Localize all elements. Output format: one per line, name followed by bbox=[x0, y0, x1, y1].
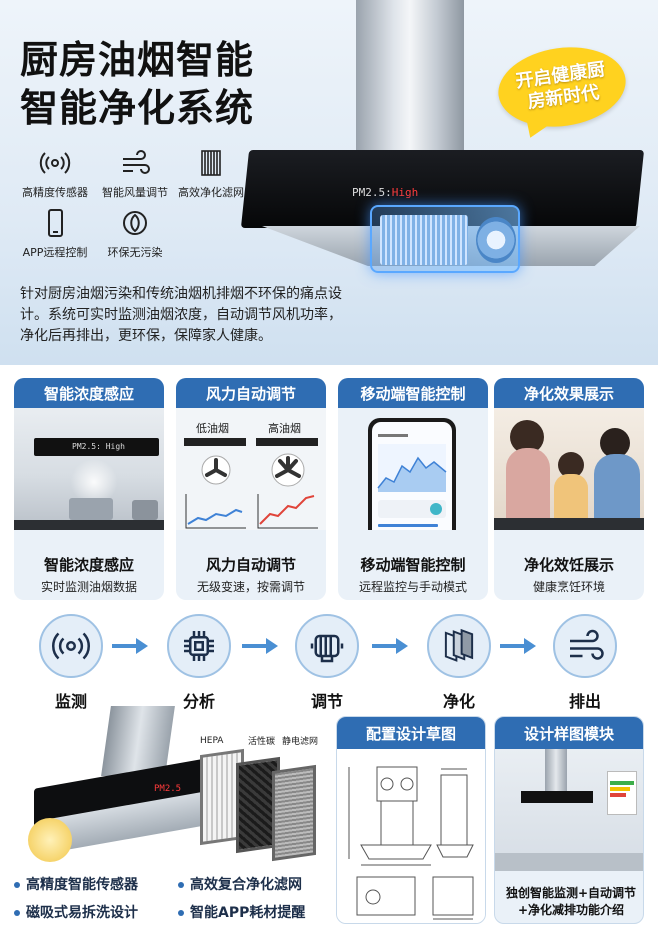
sketch-card: 配置设计草图 bbox=[336, 716, 486, 924]
fast-fan-icon bbox=[270, 452, 306, 492]
card-header: 设计样图模块 bbox=[495, 717, 643, 749]
hero-section: PM2.5:High 厨房油烟智能 智能净化系统 开启健康厨房新时代 高精度传感… bbox=[0, 0, 658, 365]
product-illustration: PM2.5 HEPA 活性碳 静电滤网 bbox=[14, 700, 334, 868]
process-step-analyze: 分析 bbox=[166, 614, 232, 712]
high-smoke-label: 高油烟 bbox=[268, 422, 301, 435]
title-line-2: 智能净化系统 bbox=[20, 86, 255, 130]
wind-icon bbox=[553, 614, 617, 678]
bullet-item: 高精度智能传感器 bbox=[14, 874, 138, 894]
filter-icon bbox=[427, 614, 491, 678]
hood-display: PM2.5:High bbox=[352, 186, 419, 199]
flow-arrow-icon bbox=[242, 638, 278, 654]
filter-mesh bbox=[380, 215, 468, 265]
sample-caption: 独创智能监测+自动调节+净化减排功能介绍 bbox=[505, 886, 637, 917]
bullet-item: 智能APP耗材提醒 bbox=[178, 902, 305, 922]
bullet-item: 高效复合净化滤网 bbox=[178, 874, 302, 894]
carbon-label: 活性碳 bbox=[248, 737, 276, 747]
panel-title: 移动端智能控制 bbox=[360, 556, 466, 574]
sample-card: 设计样图模块 bbox=[494, 716, 644, 924]
feature-sensor: 高精度传感器 bbox=[14, 146, 96, 200]
feature-eco: 环保无污染 bbox=[94, 206, 176, 260]
panel-header: 风力自动调节 bbox=[176, 378, 326, 408]
glowing-filter-module bbox=[370, 205, 520, 273]
feature-filter: 高效净化滤网 bbox=[170, 146, 252, 200]
slow-fan-icon bbox=[200, 454, 232, 490]
panel-mobile: 移动端智能控制 移动端智能控制 远程监控与手动模式 bbox=[338, 378, 488, 600]
filter-icon bbox=[194, 146, 228, 180]
hepa-label: HEPA bbox=[200, 736, 224, 746]
panel-subtitle: 无级变速，按需调节 bbox=[196, 580, 305, 594]
bullet-item: 磁吸式易拆洗设计 bbox=[14, 902, 138, 922]
panel-subtitle: 实时监测油烟数据 bbox=[40, 580, 137, 594]
technical-sketch bbox=[337, 749, 485, 923]
panel-title: 净化效饪展示 bbox=[523, 556, 614, 574]
kitchen-steam-image: PM2.5: High bbox=[14, 408, 164, 530]
flow-arrow-icon bbox=[372, 638, 408, 654]
electrostatic-label: 静电滤网 bbox=[282, 737, 319, 747]
feature-wind: 智能风量调节 bbox=[94, 146, 176, 200]
panel-subtitle: 远程监控与手动模式 bbox=[358, 580, 467, 594]
card-header: 配置设计草图 bbox=[337, 717, 485, 749]
hood-chimney bbox=[356, 0, 464, 150]
process-step-purify: 净化 bbox=[426, 614, 492, 712]
panel-title: 风力自动调节 bbox=[205, 556, 296, 574]
panel-header: 移动端智能控制 bbox=[338, 378, 488, 408]
app-chart-screen bbox=[377, 434, 447, 527]
sensor-icon bbox=[39, 614, 103, 678]
low-smoke-label: 低油烟 bbox=[196, 422, 229, 435]
wind-icon bbox=[118, 146, 152, 180]
title-line-1: 厨房油烟智能 bbox=[20, 38, 255, 82]
sensor-icon bbox=[38, 146, 72, 180]
phone-app-image bbox=[338, 408, 488, 530]
slogan-bubble: 开启健康厨房新时代 bbox=[493, 39, 631, 135]
fan-motor bbox=[476, 217, 516, 263]
process-step-monitor: 监测 bbox=[38, 614, 104, 712]
panel-header: 净化效果展示 bbox=[494, 378, 644, 408]
slogan-text: 开启健康厨房新时代 bbox=[514, 58, 607, 113]
panel-subtitle: 健康烹饪环境 bbox=[532, 580, 605, 594]
page-title: 厨房油烟智能 智能净化系统 bbox=[20, 36, 254, 132]
family-cooking-image bbox=[494, 408, 644, 530]
feature-app: APP远程控制 bbox=[14, 206, 96, 260]
panel-airflow: 风力自动调节 低油烟 高油烟 风力自动调节 无级变速，按需调节 bbox=[176, 378, 326, 600]
product-display: PM2.5 bbox=[154, 784, 182, 794]
panel-result: 净化效果展示 净化效饪展示 健康烹饪环境 bbox=[494, 378, 644, 600]
airflow-charts bbox=[185, 494, 318, 529]
process-step-adjust: 调节 bbox=[294, 614, 360, 712]
flow-arrow-icon bbox=[112, 638, 148, 654]
process-step-exhaust: 排出 bbox=[552, 614, 618, 712]
leaf-icon bbox=[118, 206, 152, 240]
intro-description: 针对厨房油烟污染和传统油烟机排烟不环保的痛点设计。系统可实时监测油烟浓度，自动调… bbox=[20, 286, 342, 344]
phone-icon bbox=[38, 206, 72, 240]
airflow-comparison: 低油烟 高油烟 bbox=[176, 408, 326, 530]
panel-header: 智能浓度感应 bbox=[14, 378, 164, 408]
chip-icon bbox=[167, 614, 231, 678]
kitchen-sample-image bbox=[495, 749, 643, 871]
panel-title: 智能浓度感应 bbox=[43, 556, 134, 574]
flow-arrow-icon bbox=[500, 638, 536, 654]
panel-sensing: 智能浓度感应 PM2.5: High 智能浓度感应 实时监测油烟数据 bbox=[14, 378, 164, 600]
panel-pm-display: PM2.5: High bbox=[72, 442, 125, 451]
motor-icon bbox=[295, 614, 359, 678]
